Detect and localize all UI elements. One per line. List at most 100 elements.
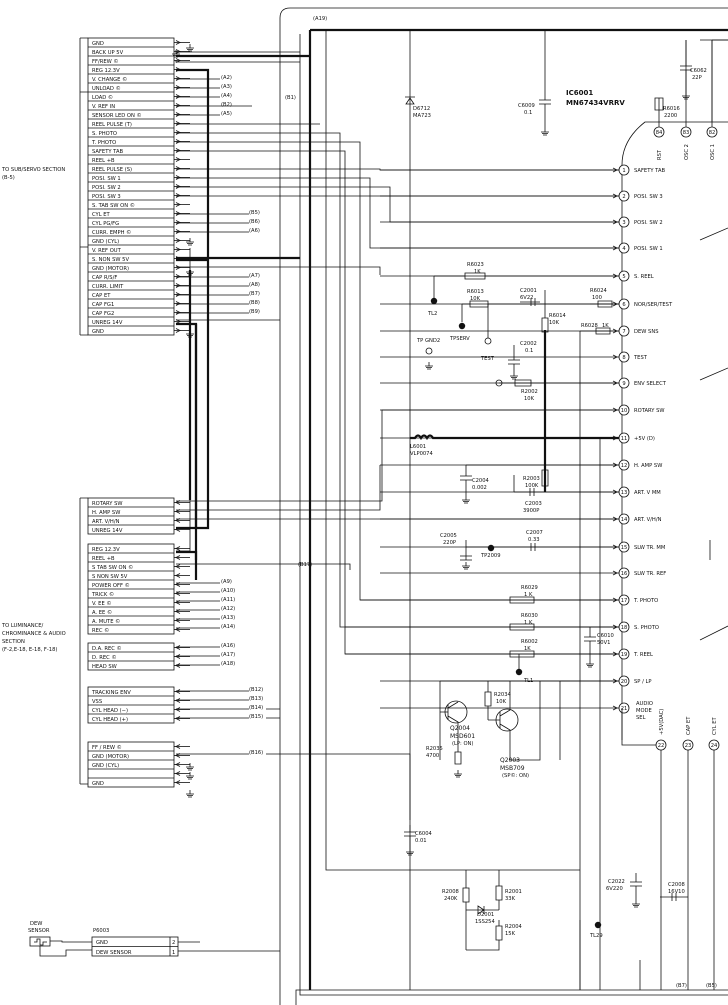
conn-ref-30: (B7) bbox=[676, 983, 687, 989]
servo-pin-19: CYL ET bbox=[92, 212, 111, 218]
conn-ref-26: (B13) bbox=[249, 696, 263, 702]
ic-pin-name-12: H. AMP SW bbox=[634, 463, 662, 469]
dew-sensor: DEW SENSOR P6003 GND 2 DEW SENSOR 1 bbox=[28, 921, 280, 957]
servo-pin-25: GND (MOTOR) bbox=[92, 266, 129, 272]
lum-group5-pin-1: GND (MOTOR) bbox=[92, 754, 129, 760]
servo-pin-28: CAP ET bbox=[92, 293, 111, 299]
ic-pin-num-16: 16 bbox=[621, 571, 628, 577]
lum-group2-pin-2: S TAB SW ON © bbox=[92, 564, 133, 571]
servo-pin-27: CURR. LIMIT bbox=[92, 284, 124, 290]
servo-pin-17: POSI. SW 3 bbox=[92, 194, 121, 200]
dew-label-2: SENSOR bbox=[28, 928, 50, 934]
conn-ref-28: (B15) bbox=[249, 714, 263, 720]
ic-pin-name-14: ART. V/H/N bbox=[634, 517, 662, 523]
tp-2009: TP2009 bbox=[480, 553, 501, 559]
ic-top-pin-name-83: OSC 2 bbox=[684, 144, 690, 160]
c2004-val: 0.002 bbox=[472, 485, 487, 491]
ic-pin-num-6: 6 bbox=[622, 302, 625, 308]
servo-pin-22: GND (CYL) bbox=[92, 239, 119, 245]
component-labels: D6712 MA723 C6009 0.1 C6062 22P R6016 22… bbox=[410, 68, 707, 937]
tp-test: TEST bbox=[480, 356, 495, 362]
conn-ref-15: (B17) bbox=[298, 562, 312, 568]
conn-ref-14: (B9) bbox=[249, 309, 260, 315]
ic-pin-num-12: 12 bbox=[621, 463, 628, 469]
r2001-ref: R2001 bbox=[505, 889, 522, 895]
c6009-ref: C6009 bbox=[518, 103, 535, 109]
c2005-ref: C2005 bbox=[440, 533, 457, 539]
c2004-ref: C2004 bbox=[472, 478, 490, 484]
q2003-part: MSB709 bbox=[500, 765, 525, 772]
d2001-ref: D2001 bbox=[477, 912, 494, 918]
r6014-val: 10K bbox=[549, 320, 560, 326]
ic-bottom-pin-num-22: 22 bbox=[658, 743, 665, 749]
ic-bottom-pin-name-22: +5V(DAC) bbox=[659, 709, 665, 735]
r2034-val: 10K bbox=[496, 699, 507, 705]
conn-ref-21: (A14) bbox=[221, 624, 235, 630]
r2035-val: 4700 bbox=[426, 753, 439, 759]
ic-pin-name-2: POSI. SW 3 bbox=[634, 194, 663, 200]
r6013-ref: R6013 bbox=[467, 289, 484, 295]
c2001-val: 6V22 bbox=[520, 295, 533, 301]
d2001-val: 1SS254 bbox=[475, 919, 495, 925]
lum-group2-pin-7: A. EE © bbox=[92, 609, 112, 616]
servo-pin-10: S. PHOTO bbox=[92, 131, 117, 137]
r2004-val: 15K bbox=[505, 931, 516, 937]
q2003-ref: Q2003 bbox=[500, 757, 520, 764]
c2005-val: 220P bbox=[443, 540, 456, 546]
conn-ref-5: (B2) bbox=[221, 102, 232, 108]
lum-section-label-3: SECTION bbox=[2, 639, 25, 645]
servo-pin-24: S. NON SW 5V bbox=[92, 257, 129, 263]
servo-pin-1: BACK UP 5V bbox=[92, 50, 124, 56]
ic-pin-num-21: 21 bbox=[621, 706, 628, 712]
lum-group5-pin-2: GND (CYL) bbox=[92, 763, 119, 769]
lum-group3-pin-0: D.A. REC © bbox=[92, 645, 122, 652]
ic-pin-num-14: 14 bbox=[621, 517, 628, 523]
servo-pin-15: POSI. SW 1 bbox=[92, 176, 121, 182]
ic-pin-name-18: S. PHOTO bbox=[634, 625, 659, 631]
conn-ref-17: (A10) bbox=[221, 588, 235, 594]
r6002-val: 1K bbox=[524, 646, 531, 652]
servo-pin-20: CYL PG/FG bbox=[92, 221, 119, 227]
ic-ref: IC6001 bbox=[566, 89, 593, 97]
ic-pin-num-19: 19 bbox=[621, 652, 628, 658]
ic-pin-name-4: POSI. SW 1 bbox=[634, 246, 663, 252]
r6014-ref: R6014 bbox=[549, 313, 567, 319]
ic-pin-num-15: 15 bbox=[621, 545, 628, 551]
conn-ref-7: (B5) bbox=[249, 210, 260, 216]
r2035-ref: R2035 bbox=[426, 746, 443, 752]
ic-bottom-pin-name-24: CYL ET bbox=[712, 716, 718, 735]
conn-ref-31: (B5) bbox=[706, 983, 717, 989]
r6030-val: 1 K bbox=[524, 620, 533, 626]
lum-section-label-1: TO LUMINANCE/ bbox=[1, 623, 44, 629]
tp-gnd2: TP GND2 bbox=[416, 338, 440, 344]
r2004-ref: R2004 bbox=[505, 924, 523, 930]
servo-pin-29: CAP FG1 bbox=[92, 302, 114, 308]
conn-ref-2: (A2) bbox=[221, 75, 232, 81]
c6010-ref: C6010 bbox=[597, 633, 614, 639]
r6028-val: 1K bbox=[602, 323, 609, 329]
c2001-ref: C2001 bbox=[520, 288, 537, 294]
ic-pin-num-13: 13 bbox=[621, 490, 628, 496]
servo-section-label-1: TO SUB/SERVO SECTION bbox=[1, 167, 65, 173]
ic-pin-num-2: 2 bbox=[622, 194, 625, 200]
lum-group1-pin-3: UNREG 14V bbox=[92, 528, 123, 534]
c2002-ref: C2002 bbox=[520, 341, 537, 347]
board-outline bbox=[279, 7, 728, 1005]
ic-pin-num-8: 8 bbox=[622, 355, 625, 361]
ref-a19: (A19) bbox=[313, 16, 327, 22]
c6004-val: 0.01 bbox=[415, 838, 427, 844]
r6030-ref: R6030 bbox=[521, 613, 538, 619]
c2008-ref: C2008 bbox=[668, 882, 685, 888]
r6023-val: 1K bbox=[474, 269, 481, 275]
servo-pin-5: UNLOAD © bbox=[92, 85, 121, 92]
conn-ref-29: (B16) bbox=[249, 750, 263, 756]
conn-ref-18: (A11) bbox=[221, 597, 235, 603]
r2034-ref: R2034 bbox=[494, 692, 512, 698]
servo-pin-16: POSI. SW 2 bbox=[92, 185, 121, 191]
r2008-val: 240K bbox=[444, 896, 458, 902]
servo-pin-23: V. REF OUT bbox=[92, 248, 122, 254]
